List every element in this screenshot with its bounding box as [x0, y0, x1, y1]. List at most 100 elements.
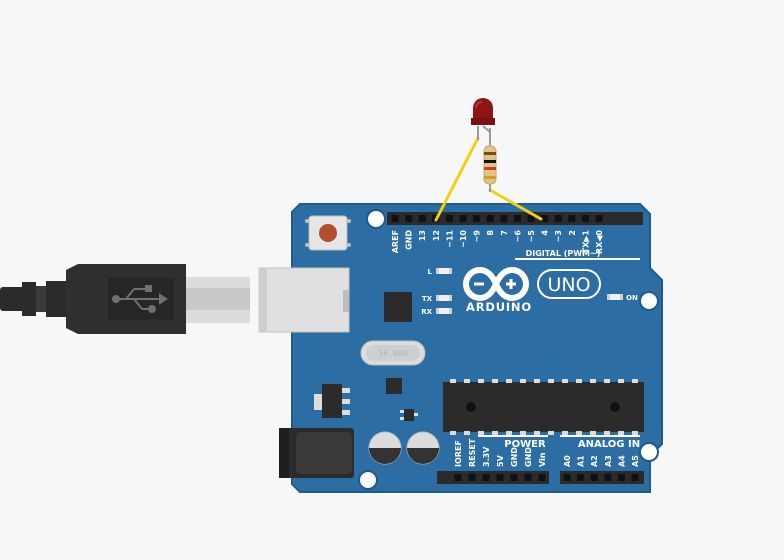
- pin-label: RX◀0: [595, 230, 604, 254]
- pin-label: ~11: [445, 230, 454, 248]
- pin-label: GND: [405, 230, 414, 250]
- arduino-wordmark: ARDUINO: [466, 300, 532, 314]
- chip-pin: [548, 379, 554, 383]
- header-pin-socket[interactable]: [391, 215, 399, 222]
- header-pin-socket[interactable]: [617, 474, 625, 481]
- chip-pin: [506, 431, 512, 435]
- crystal-oscillator: 16.000: [360, 340, 426, 366]
- mounting-hole: [358, 470, 378, 490]
- led-rx-indicator: RX: [421, 308, 452, 316]
- header-pin-socket[interactable]: [581, 215, 589, 222]
- header-pin-socket[interactable]: [527, 215, 535, 222]
- atmega-chip: [443, 379, 644, 435]
- svg-text:ON: ON: [626, 294, 638, 302]
- header-pin-socket[interactable]: [513, 215, 521, 222]
- header-pin-socket[interactable]: [473, 215, 481, 222]
- chip-pin: [450, 379, 456, 383]
- usb-interface-chip: [384, 292, 412, 322]
- chip-pin: [618, 431, 624, 435]
- pin-label: 8: [486, 230, 495, 236]
- svg-text:RX: RX: [421, 308, 432, 316]
- wire-resistor-to-pin-7[interactable]: [488, 188, 543, 221]
- header-pin-socket[interactable]: [541, 215, 549, 222]
- svg-text:L: L: [428, 268, 433, 276]
- pin-label: A5: [631, 455, 640, 467]
- header-pin-socket[interactable]: [590, 474, 598, 481]
- chip-pin: [492, 431, 498, 435]
- pin-label: ~10: [459, 230, 468, 248]
- resistor-band: [484, 152, 496, 155]
- resistor-band: [484, 167, 496, 170]
- dc-power-jack[interactable]: [279, 428, 354, 478]
- resistor-band: [484, 160, 496, 163]
- pin-label: Vin: [538, 452, 547, 467]
- chip-pin: [618, 379, 624, 383]
- header-pin-socket[interactable]: [524, 474, 532, 481]
- cable-strain-relief-2: [36, 286, 46, 312]
- uno-badge: UNO: [537, 269, 601, 299]
- reset-button-cap: [319, 224, 337, 242]
- chip-pin: [562, 431, 568, 435]
- usb-b-socket[interactable]: [258, 267, 350, 333]
- chip-pin: [590, 431, 596, 435]
- pin-label: 12: [432, 230, 441, 241]
- header-pin-socket[interactable]: [418, 215, 426, 222]
- small-chip: [386, 378, 402, 394]
- header-pin-socket[interactable]: [500, 215, 508, 222]
- header-pin-socket[interactable]: [445, 215, 453, 222]
- header-pin-socket[interactable]: [563, 474, 571, 481]
- pin-label: RESET: [468, 438, 477, 467]
- header-pin-socket[interactable]: [554, 215, 562, 222]
- chip-pin: [478, 379, 484, 383]
- header-pin-socket[interactable]: [631, 474, 639, 481]
- header-pin-socket[interactable]: [454, 474, 462, 481]
- chip-pin: [464, 431, 470, 435]
- chip-pin: [534, 431, 540, 435]
- header-pin-socket[interactable]: [604, 474, 612, 481]
- pin-label: 5V: [496, 454, 505, 467]
- pin-label: A0: [563, 455, 572, 467]
- header-pin-socket[interactable]: [496, 474, 504, 481]
- chip-pin: [506, 379, 512, 383]
- pin-label: GND: [510, 447, 519, 467]
- pin-label: A4: [617, 455, 626, 467]
- led-l-indicator: L: [428, 268, 452, 276]
- capacitor: [406, 431, 440, 465]
- arduino-uno-board[interactable]: 16.000: [258, 203, 663, 493]
- pin-label: ~5: [527, 230, 536, 243]
- header-pin-socket[interactable]: [405, 215, 413, 222]
- pin-label: 4: [541, 230, 550, 236]
- svg-text:UNO: UNO: [547, 274, 590, 296]
- led-tx-indicator: TX: [422, 295, 452, 303]
- header-pin-socket[interactable]: [482, 474, 490, 481]
- usb-plug-metal-inner: [186, 288, 250, 310]
- header-pin-socket[interactable]: [468, 474, 476, 481]
- chip-pin: [520, 431, 526, 435]
- header-pin-socket[interactable]: [486, 215, 494, 222]
- header-pin-socket[interactable]: [577, 474, 585, 481]
- resistor-band: [484, 176, 496, 179]
- pin-label: 2: [568, 230, 577, 236]
- chip-pin: [450, 431, 456, 435]
- cable-strain-relief-3: [46, 281, 66, 317]
- pin-label: ~3: [554, 230, 563, 242]
- arduino-logo-icon: [463, 266, 529, 302]
- usb-cable[interactable]: [0, 264, 250, 334]
- reset-button[interactable]: [305, 215, 351, 251]
- chip-pin: [590, 379, 596, 383]
- header-pin-socket[interactable]: [538, 474, 546, 481]
- chip-pin: [464, 379, 470, 383]
- header-pin-socket[interactable]: [459, 215, 467, 222]
- header-pin-socket[interactable]: [510, 474, 518, 481]
- analog-header-label: ANALOG IN: [578, 439, 640, 450]
- red-led[interactable]: [471, 98, 495, 140]
- pin-label: 13: [418, 230, 427, 241]
- header-pin-socket[interactable]: [595, 215, 603, 222]
- svg-text:TX: TX: [422, 295, 433, 303]
- wire-led-to-gnd[interactable]: [434, 136, 480, 222]
- header-pin-socket[interactable]: [568, 215, 576, 222]
